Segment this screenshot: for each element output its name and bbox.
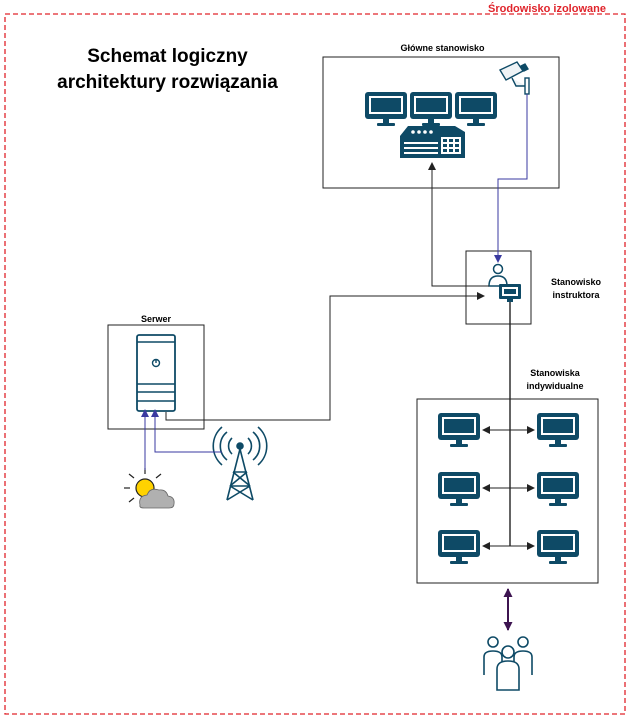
main-station-box — [322, 56, 560, 189]
security-camera-icon — [499, 61, 530, 95]
sun-cloud-icon — [124, 468, 175, 509]
instructor-station-label-line2: instruktora — [552, 290, 600, 300]
diagram-title-line1: Schemat logiczny — [87, 46, 248, 67]
individual-stations-label: Stanowiska indywidualne — [500, 367, 610, 393]
user-group-icon — [483, 636, 533, 691]
trunk-branches — [482, 426, 535, 550]
connector-antenna-to-server — [151, 409, 222, 453]
control-console-icon — [400, 126, 465, 158]
connector-instructor-to-main — [428, 162, 489, 287]
diagram-title: Schemat logiczny architektury rozwiązani… — [30, 44, 305, 96]
instructor-station-label-line1: Stanowisko — [550, 277, 601, 287]
isolated-environment-border — [4, 13, 626, 715]
individual-stations-label-line2: indywidualne — [526, 381, 584, 391]
radio-tower-icon — [212, 426, 268, 501]
main-station-label: Główne stanowisko — [400, 43, 485, 53]
diagram-title-line2: architektury rozwiązania — [57, 72, 278, 93]
individual-stations-label-line1: Stanowiska — [530, 368, 580, 378]
connector-camera-to-instructor — [494, 94, 528, 263]
server-label: Serwer — [140, 314, 172, 324]
connector-server-to-instructor — [165, 292, 485, 421]
instructor-station-label: Stanowisko instruktora — [536, 276, 616, 302]
person-at-computer-icon — [488, 263, 521, 302]
server-tower-icon — [136, 334, 176, 412]
environment-label: Środowisko izolowane — [488, 3, 606, 15]
